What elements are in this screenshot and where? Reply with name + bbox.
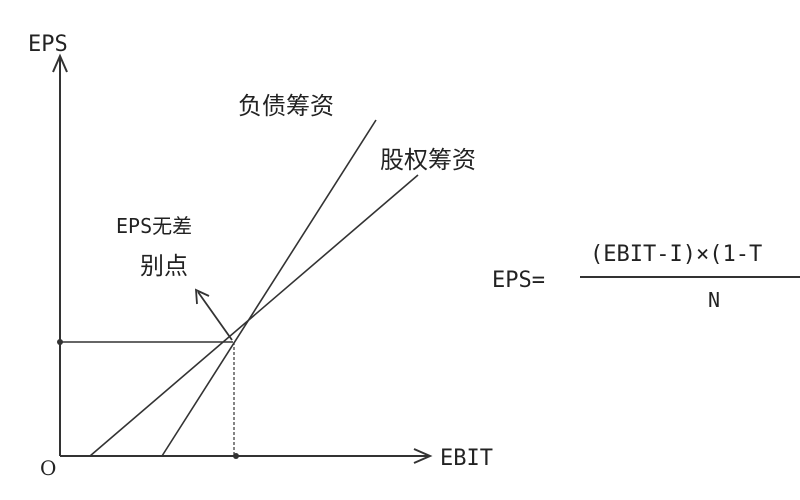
x-axis-arrow-icon (413, 448, 433, 464)
debt-financing-line (161, 119, 377, 457)
indifference-pointer (197, 291, 233, 341)
origin-label: O (40, 456, 57, 480)
y-axis-label: EPS (28, 32, 68, 57)
pointer-arrow-icon (194, 288, 210, 305)
formula-lhs: EPS= (492, 268, 545, 293)
y-axis-arrow-icon (52, 53, 68, 73)
indifference-point-label-1: EPS无差 (116, 214, 193, 238)
formula-numerator: (EBIT-I)×(1-T (590, 242, 763, 267)
formula-denominator: N (708, 288, 721, 312)
debt-financing-label: 负债筹资 (238, 92, 334, 120)
x-axis-label: EBIT (440, 446, 493, 471)
equity-financing-label: 股权筹资 (380, 146, 476, 174)
equity-financing-line (89, 174, 419, 457)
indifference-point-label-2: 别点 (140, 252, 188, 280)
